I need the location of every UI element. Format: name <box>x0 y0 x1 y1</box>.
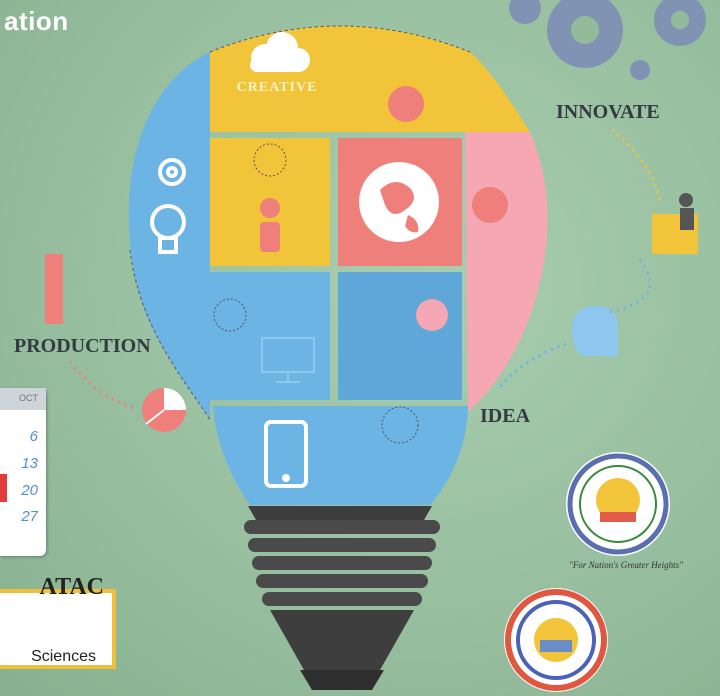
socket <box>244 506 440 690</box>
head-icon <box>572 306 619 356</box>
lightbulb-icon <box>150 204 186 254</box>
institution-name: ATAC <box>39 574 104 600</box>
person-icon <box>260 198 280 252</box>
calendar-highlight <box>0 474 7 502</box>
production-label: PRODUCTION <box>14 335 151 357</box>
idea-label: IDEA <box>480 405 531 427</box>
institution-subtitle: Sciences <box>31 648 96 665</box>
monitor-icon <box>261 337 315 383</box>
bulb-glass <box>128 25 548 505</box>
calendar-date: 27 <box>21 508 38 525</box>
tablet-icon <box>264 420 308 488</box>
creative-label: CREATIVE <box>236 80 318 95</box>
calendar-header: OCT <box>0 388 46 410</box>
pink-bar <box>45 254 63 324</box>
calendar-date: 13 <box>21 455 38 472</box>
calendar-widget: OCT 6 13 20 27 <box>0 388 46 556</box>
institution-box <box>0 589 116 669</box>
motto-text: "For Nation's Greater Heights" <box>569 560 683 570</box>
worker-desk-icon <box>652 193 698 254</box>
gears-icon <box>509 0 706 80</box>
calendar-month: OCT <box>19 393 38 403</box>
calendar-date: 6 <box>29 428 38 445</box>
gear-icon <box>158 158 186 186</box>
globe-icon <box>359 162 439 242</box>
cloud-icon <box>250 32 310 72</box>
seal-logo-bottom <box>504 588 608 692</box>
seal-logo-top <box>566 452 670 556</box>
page-title: ation <box>4 6 69 36</box>
innovate-label: INNOVATE <box>556 101 660 123</box>
calendar-date: 20 <box>21 482 38 499</box>
pie-chart-icon <box>142 388 186 432</box>
